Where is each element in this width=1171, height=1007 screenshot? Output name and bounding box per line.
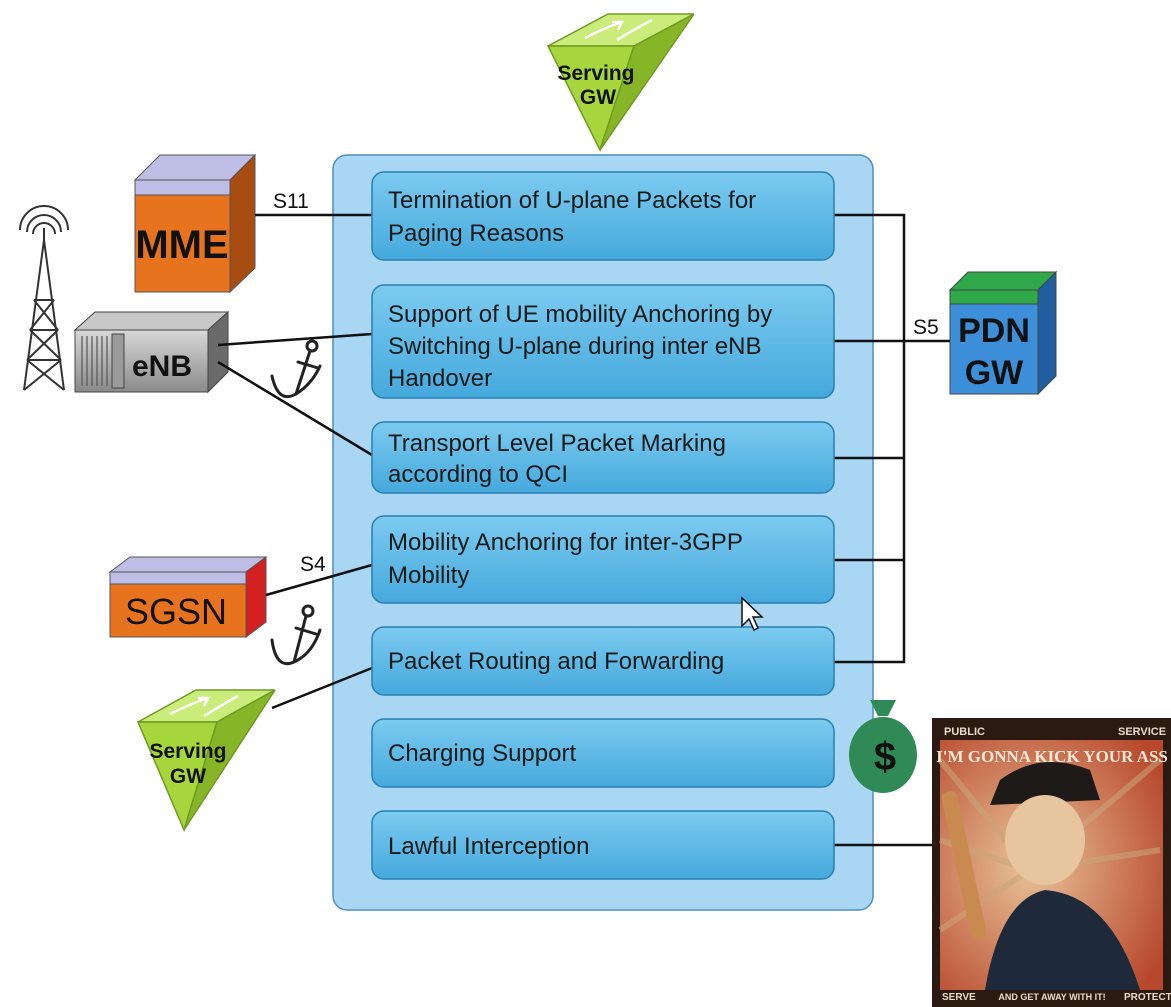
sgw-link-routing xyxy=(271,666,373,710)
function-box-3: Transport Level Packet Marking according… xyxy=(371,421,835,494)
poster-bottom-center: AND GET AWAY WITH IT! xyxy=(998,992,1105,1002)
function-box-6: Charging Support xyxy=(371,718,835,788)
arrows-icon xyxy=(584,18,653,42)
sgsn-node: SGSN xyxy=(108,556,268,638)
s4-label: S4 xyxy=(300,553,326,576)
svg-text:Mobility Anchoring for inter-3: Mobility Anchoring for inter-3GPP xyxy=(388,529,743,556)
svg-text:Transport Level Packet Marking: Transport Level Packet Marking xyxy=(388,430,726,457)
function-line: Termination of U-plane Packets for xyxy=(388,187,756,214)
enb-node: eNB xyxy=(73,310,230,394)
anchor-icon xyxy=(270,339,322,399)
function-line: Mobility Anchoring for inter-3GPP xyxy=(388,529,743,556)
svg-text:Lawful Interception: Lawful Interception xyxy=(388,833,589,860)
sgsn-label: SGSN xyxy=(125,591,227,632)
s5-bus xyxy=(834,213,906,664)
serving-gw-top: Serving GW xyxy=(546,13,695,152)
svg-text:Paging Reasons: Paging Reasons xyxy=(388,220,564,247)
money-bag-icon: $ xyxy=(849,700,917,793)
function-box-7: Lawful Interception xyxy=(371,810,835,880)
cell-tower-icon xyxy=(19,205,69,391)
svg-text:according to QCI: according to QCI xyxy=(388,461,568,488)
function-line: Transport Level Packet Marking xyxy=(388,430,726,457)
function-line: Mobility xyxy=(388,562,469,589)
function-line: Support of UE mobility Anchoring by xyxy=(388,301,772,328)
function-box-4: Mobility Anchoring for inter-3GPP Mobili… xyxy=(371,515,835,604)
mme-node: MME xyxy=(133,153,257,294)
function-box-5: Packet Routing and Forwarding xyxy=(371,626,835,696)
s5-label: S5 xyxy=(913,316,939,339)
enb-label: eNB xyxy=(132,350,192,383)
enb-link-marking xyxy=(217,360,373,457)
function-box-1: Termination of U-plane Packets for Pagin… xyxy=(371,171,835,261)
cursor-icon xyxy=(741,596,764,632)
poster-top-right: SERVICE xyxy=(1118,726,1166,738)
svg-text:$: $ xyxy=(874,735,896,779)
function-line: Charging Support xyxy=(388,740,576,767)
svg-text:Packet Routing and Forwarding: Packet Routing and Forwarding xyxy=(388,648,724,675)
function-line: Switching U-plane during inter eNB xyxy=(388,333,762,360)
pdn-gw-line2: GW xyxy=(965,354,1024,392)
svg-text:Charging Support: Charging Support xyxy=(388,740,576,767)
serving-gw-top-line1: Serving xyxy=(557,62,634,85)
function-line: Lawful Interception xyxy=(388,833,589,860)
poster-bottom-right: PROTECT xyxy=(1124,992,1171,1003)
svg-text:Support of UE mobility Anchori: Support of UE mobility Anchoring by xyxy=(388,301,772,328)
connection-lines xyxy=(217,213,950,847)
arrows-icon xyxy=(169,694,239,718)
serving-gw-top-line2: GW xyxy=(580,86,616,109)
serving-gw-bottom: Serving GW xyxy=(136,689,276,833)
function-box-2: Support of UE mobility Anchoring by Swit… xyxy=(371,284,835,399)
svg-text:Switching U-plane during inter: Switching U-plane during inter eNB xyxy=(388,333,762,360)
serving-gw-bottom-line1: Serving xyxy=(149,740,226,763)
serving-gw-bottom-line2: GW xyxy=(170,765,206,788)
enb-link-mobility xyxy=(217,332,373,347)
svg-text:Handover: Handover xyxy=(388,365,492,392)
mme-label: MME xyxy=(135,223,228,267)
s11-label: S11 xyxy=(273,190,309,213)
function-line: Packet Routing and Forwarding xyxy=(388,648,724,675)
poster-top-left: PUBLIC xyxy=(944,726,985,738)
propaganda-poster: PUBLIC SERVICE I'M GONNA KICK YOUR ASS S… xyxy=(932,718,1171,1007)
anchor-icon xyxy=(270,604,322,666)
s4-link xyxy=(265,563,373,597)
poster-bottom-left: SERVE xyxy=(942,992,976,1003)
function-line: Paging Reasons xyxy=(388,220,564,247)
poster-headline: I'M GONNA KICK YOUR ASS xyxy=(936,747,1168,766)
function-line: Handover xyxy=(388,365,492,392)
function-line: according to QCI xyxy=(388,461,568,488)
pdn-gw-line1: PDN xyxy=(958,312,1030,350)
svg-text:Termination of U-plane Packets: Termination of U-plane Packets for xyxy=(388,187,756,214)
pdn-gw-node: PDN GW xyxy=(948,270,1058,396)
svg-text:Mobility: Mobility xyxy=(388,562,469,589)
